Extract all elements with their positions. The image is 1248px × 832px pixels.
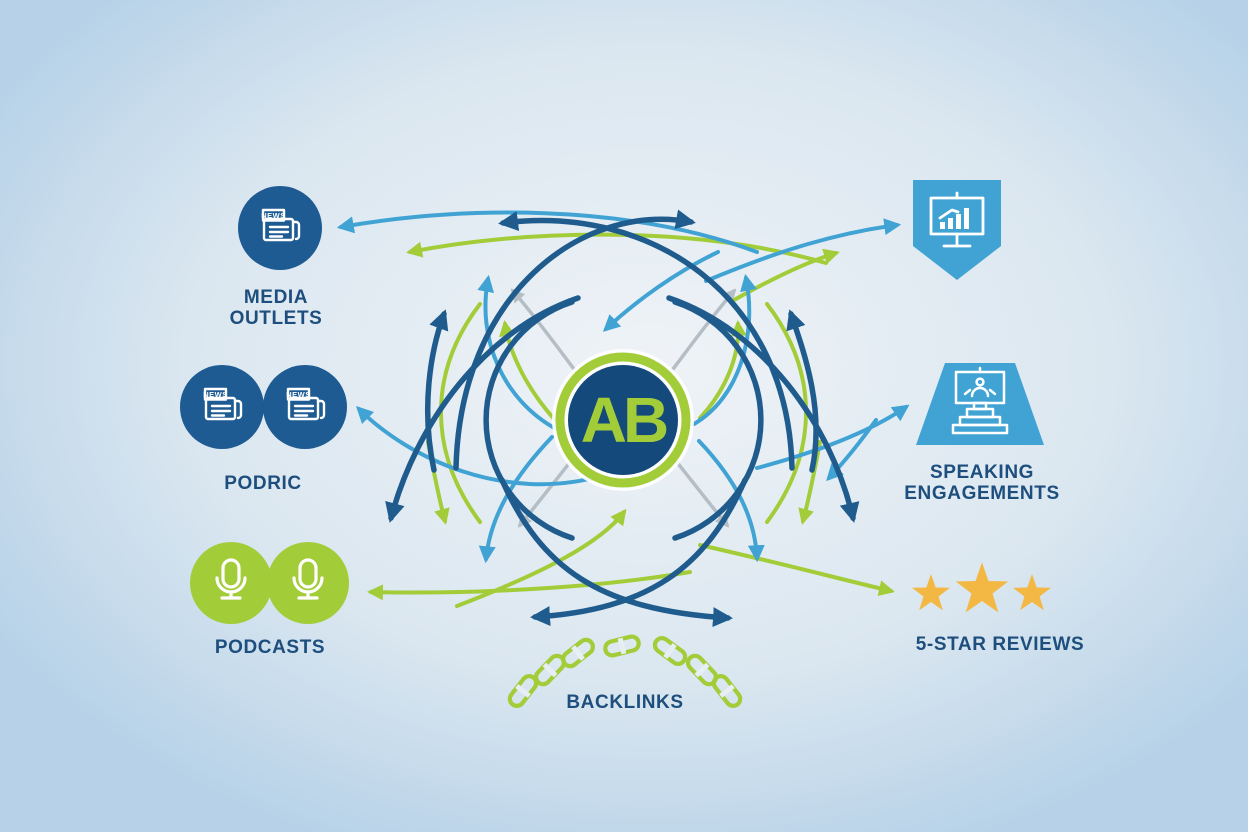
podcast-icons: [190, 542, 349, 624]
arrow-to-media-outlets: [336, 210, 759, 254]
newspaper-icon: NEWS: [180, 365, 264, 449]
chain-link-icon: [507, 674, 539, 708]
chain-link-icon: [603, 634, 641, 658]
chain-link-icon: [561, 637, 595, 669]
arrow-to-podcasts: [367, 570, 692, 601]
arrow-to-speaking-engagements: [755, 404, 910, 470]
press-label: PODRIC: [224, 473, 302, 494]
media-outlets-label: MEDIA OUTLETS: [229, 287, 323, 330]
arrow-to-reviews: [698, 543, 895, 597]
light-blue-arrows: [336, 210, 910, 564]
logo-text: AB: [581, 384, 667, 456]
newspaper-icon: NEWS: [263, 365, 347, 449]
media-outlets-icon: NEWS: [238, 186, 322, 270]
star-icon: [955, 562, 1009, 613]
speaking-engagements-label: SPEAKING ENGAGEMENTS: [904, 462, 1060, 505]
presentation-badge-icon: [913, 180, 1001, 280]
arrow-to-press: [355, 405, 603, 487]
center-ab-logo: AB: [552, 349, 694, 491]
chain-link-icon: [711, 674, 743, 708]
speaking-engagements-icon: [916, 363, 1044, 445]
news-badge-text: NEWS: [261, 211, 286, 220]
chain-link-icon: [652, 636, 688, 666]
backlinks-label: BACKLINKS: [566, 692, 684, 713]
star-icon: [912, 574, 950, 611]
arrow-to-presentation-badge: [704, 218, 902, 283]
news-badge-text: NEWS: [286, 390, 311, 399]
reviews-label: 5-STAR REVIEWS: [915, 634, 1085, 655]
microphone-icon: [267, 542, 349, 624]
five-star-reviews-icon: [912, 562, 1051, 613]
star-icon: [1013, 574, 1051, 611]
press-icons: NEWS NEWS: [180, 365, 347, 449]
microphone-icon: [190, 542, 272, 624]
news-badge-text: NEWS: [203, 390, 228, 399]
podcasts-label: PODCASTS: [214, 637, 326, 658]
backlinks-chain-icons: [507, 634, 743, 708]
dark-blue-arrows: [385, 209, 860, 628]
